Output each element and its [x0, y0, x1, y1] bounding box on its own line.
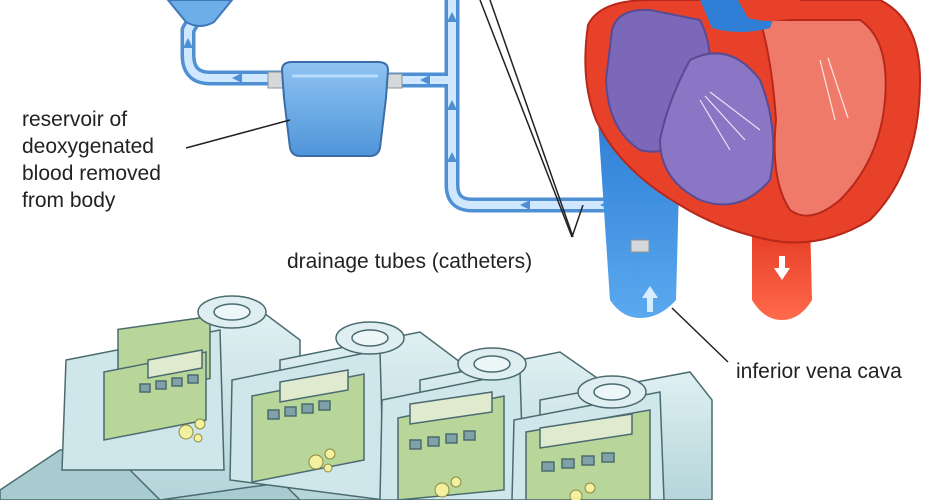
arrow-icon	[447, 152, 457, 162]
inferior-vena-cava-label: inferior vena cava	[736, 360, 902, 383]
top-bag-icon	[166, 0, 234, 27]
reservoir-label-line: from body	[22, 189, 116, 212]
drainage-tubes-label: drainage tubes (catheters)	[287, 250, 533, 273]
arrow-icon	[642, 286, 658, 312]
pump-machine-icon	[0, 295, 713, 500]
arrow-icon	[520, 200, 530, 210]
heart-illustration	[584, 0, 922, 320]
reservoir-label: reservoir of deoxygenated blood removed …	[22, 106, 161, 214]
arrow-icon	[232, 73, 242, 83]
arrow-icon	[447, 100, 457, 110]
display-screen	[279, 369, 349, 403]
arrow-icon	[774, 256, 790, 280]
arrow-icon	[183, 38, 193, 48]
catheter-tip	[630, 239, 650, 253]
display-screen	[409, 391, 493, 425]
arrow-icon	[420, 75, 430, 85]
leader-lines	[185, 0, 729, 363]
reservoir-label-line: reservoir of	[22, 108, 128, 131]
flow-arrows	[183, 12, 610, 210]
reservoir-label-line: deoxygenated	[22, 135, 154, 158]
reservoir-label-line: blood removed	[22, 162, 161, 185]
tubing	[180, 0, 648, 256]
display-screen	[147, 349, 203, 379]
reservoir-bag-icon	[267, 61, 403, 157]
arrow-icon	[447, 12, 457, 22]
display-screen	[539, 413, 633, 449]
